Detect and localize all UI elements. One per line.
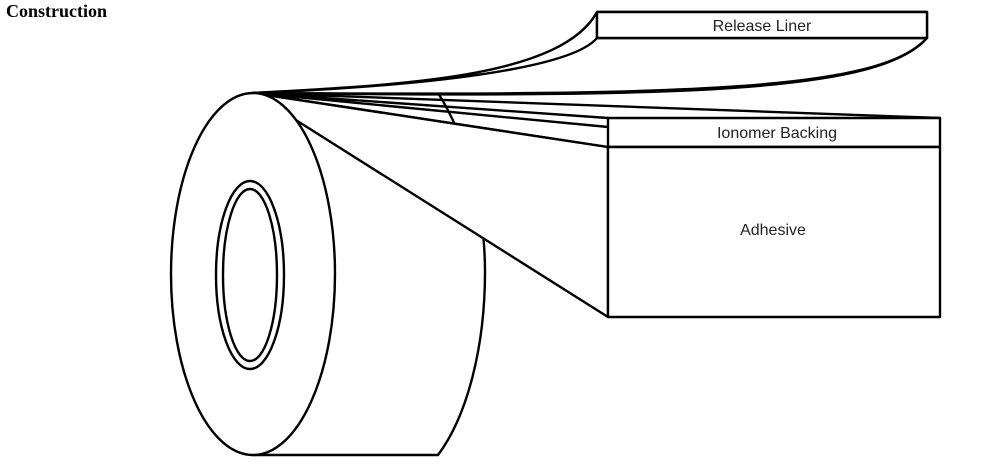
adhesive-label: Adhesive — [740, 222, 806, 239]
release-liner-label: Release Liner — [713, 18, 812, 35]
release-liner-box — [595, 10, 929, 40]
release-liner-inner-edge — [251, 36, 599, 95]
section-heading: Construction — [6, 1, 108, 21]
backing-layer-lines — [251, 91, 942, 149]
adhesive-box — [606, 145, 942, 319]
release-liner-curve-lower — [251, 36, 929, 96]
backing-label: Ionomer Backing — [717, 125, 837, 142]
roll-core-inner — [221, 187, 279, 363]
